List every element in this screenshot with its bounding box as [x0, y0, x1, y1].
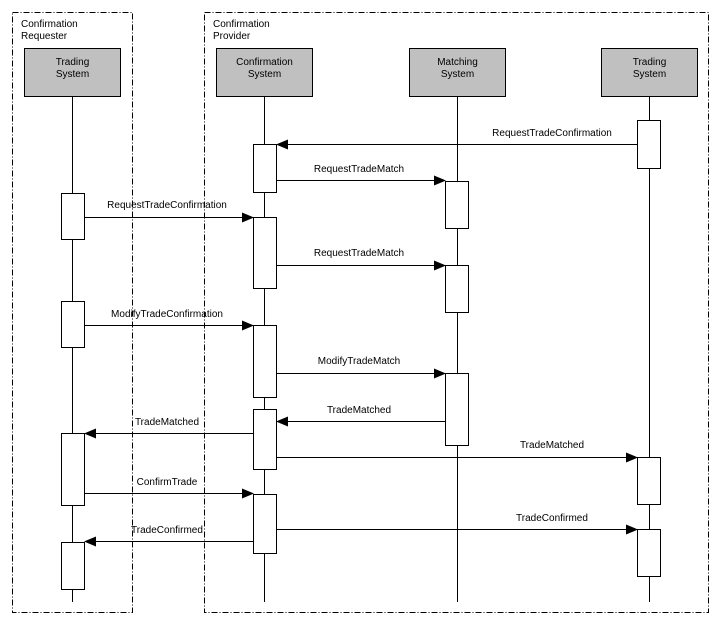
- message-trade-confirmed-to-provider[interactable]: TradeConfirmed: [277, 513, 638, 535]
- activation-box: [445, 265, 469, 313]
- participant-provider-trading-system[interactable]: Trading System: [601, 48, 698, 97]
- activation-box: [253, 144, 277, 193]
- activations: [61, 120, 661, 590]
- message-label: RequestTradeMatch: [314, 248, 404, 259]
- message-trade-matched-to-provider[interactable]: TradeMatched: [277, 440, 638, 463]
- message-modify-trade-confirmation[interactable]: ModifyTradeConfirmation: [85, 309, 254, 331]
- message-request-trade-confirmation-1[interactable]: RequestTradeConfirmation: [276, 128, 637, 150]
- activation-box: [253, 409, 277, 470]
- message-label: TradeMatched: [327, 405, 391, 416]
- activation-box: [61, 542, 85, 590]
- group-title-line-2: Provider: [213, 31, 251, 42]
- participant-label-line-1: Trading: [633, 57, 667, 68]
- message-label: RequestTradeMatch: [314, 164, 404, 175]
- message-label: RequestTradeConfirmation: [107, 200, 227, 211]
- activation-box: [61, 433, 85, 506]
- participant-label-line-1: Confirmation: [236, 57, 293, 68]
- activation-box: [253, 325, 277, 398]
- message-trade-confirmed-to-requester[interactable]: TradeConfirmed: [84, 525, 253, 547]
- group-confirmation-requester: Confirmation Requester: [12, 12, 133, 613]
- message-trade-matched-to-requester[interactable]: TradeMatched: [84, 417, 253, 439]
- participant-requester-trading-system[interactable]: Trading System: [24, 48, 121, 97]
- activation-box: [61, 193, 85, 240]
- participant-label-line-2: System: [248, 69, 281, 80]
- message-label: ConfirmTrade: [137, 477, 198, 488]
- message-request-trade-confirmation-2[interactable]: RequestTradeConfirmation: [85, 200, 254, 223]
- participant-label-line-2: System: [56, 69, 89, 80]
- message-label: TradeConfirmed: [131, 525, 203, 536]
- group-title-line-1: Confirmation: [21, 19, 78, 30]
- participant-label-line-1: Trading: [56, 57, 90, 68]
- activation-box: [253, 494, 277, 554]
- message-request-trade-match-1[interactable]: RequestTradeMatch: [277, 164, 446, 186]
- activation-box: [445, 373, 469, 446]
- participant-label-line-1: Matching: [437, 57, 478, 68]
- messages: RequestTradeConfirmation RequestTradeMat…: [84, 128, 638, 547]
- message-label: ModifyTradeConfirmation: [111, 309, 223, 320]
- message-label: TradeConfirmed: [516, 513, 588, 524]
- group-title-line-1: Confirmation: [213, 19, 270, 30]
- message-modify-trade-match[interactable]: ModifyTradeMatch: [277, 356, 446, 379]
- activation-box: [253, 217, 277, 289]
- group-confirmation-provider: Confirmation Provider: [204, 12, 709, 613]
- participant-matching-system[interactable]: Matching System: [409, 48, 506, 97]
- activation-box: [637, 529, 661, 577]
- participant-confirmation-system[interactable]: Confirmation System: [216, 48, 313, 97]
- activation-box: [445, 181, 469, 229]
- participant-label-line-2: System: [441, 69, 474, 80]
- message-label: ModifyTradeMatch: [318, 356, 400, 367]
- message-trade-matched-to-confirmation[interactable]: TradeMatched: [276, 405, 445, 427]
- message-request-trade-match-2[interactable]: RequestTradeMatch: [277, 248, 446, 271]
- activation-box: [637, 457, 661, 505]
- activation-box: [61, 301, 85, 348]
- message-label: TradeMatched: [135, 417, 199, 428]
- group-title-line-2: Requester: [21, 31, 68, 42]
- participant-label-line-2: System: [633, 69, 666, 80]
- message-confirm-trade[interactable]: ConfirmTrade: [85, 477, 254, 499]
- message-label: RequestTradeConfirmation: [492, 128, 612, 139]
- activation-box: [637, 120, 661, 169]
- message-label: TradeMatched: [520, 440, 584, 451]
